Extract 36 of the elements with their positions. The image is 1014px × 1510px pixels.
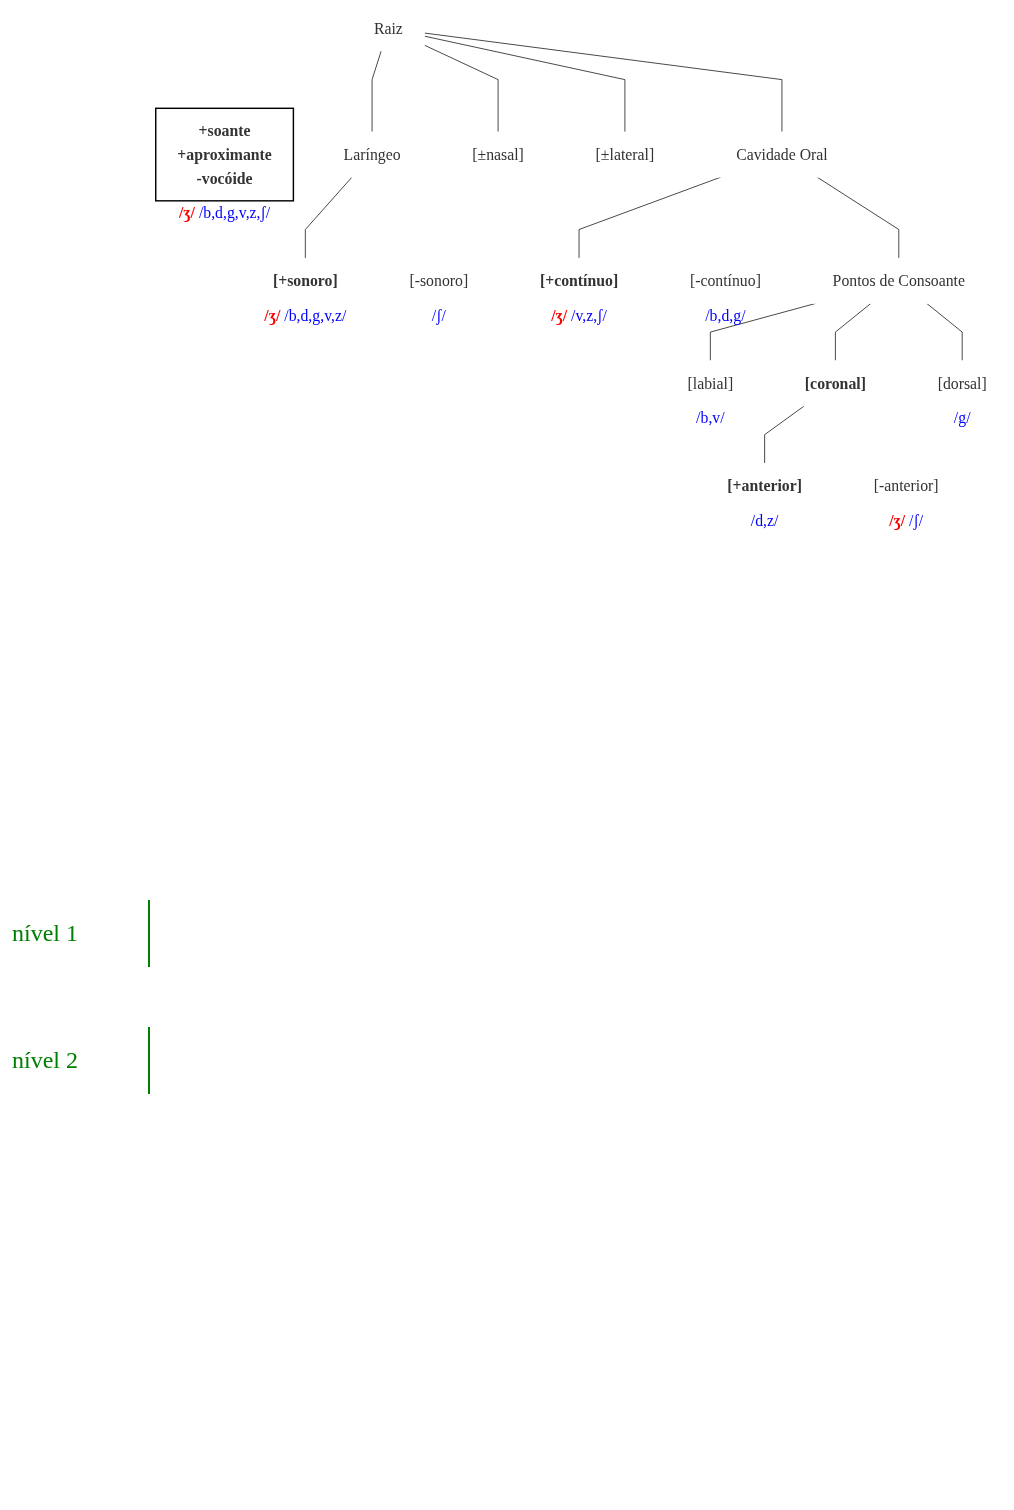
- connector: [423, 32, 783, 133]
- connector: [816, 176, 900, 259]
- connector: [371, 50, 382, 133]
- node-text: [-anterior]: [873, 476, 939, 495]
- phoneme-list: /ʒ/ /v,z,ʃ/: [551, 306, 607, 324]
- node-text: [labial]: [687, 374, 734, 393]
- phoneme-list: /ʃ/: [431, 306, 446, 324]
- node-text: [±nasal]: [472, 145, 524, 164]
- level-label: nível 2: [0, 1027, 150, 1094]
- connector: [764, 405, 805, 464]
- node-text: [+anterior]: [727, 476, 803, 495]
- phoneme-list: /b,d,g/: [705, 306, 746, 324]
- node-text: [+sonoro]: [272, 271, 338, 290]
- connector: [304, 176, 353, 259]
- node-text: [-sonoro]: [409, 271, 469, 290]
- node-text: Laríngeo: [343, 145, 401, 164]
- phoneme-list: /b,v/: [696, 409, 725, 427]
- node-text: Pontos de Consoante: [832, 271, 965, 290]
- phoneme-list: /ʒ/ /ʃ/: [889, 511, 924, 529]
- node-text: [coronal]: [804, 374, 866, 393]
- phoneme-list: /d,z/: [750, 511, 779, 529]
- connector: [423, 35, 626, 133]
- node-text: [±lateral]: [595, 145, 655, 164]
- node-text: Cavidade Oral: [736, 145, 828, 164]
- phoneme-list: /ʒ/ /b,d,g,v,z/: [264, 306, 347, 324]
- connector: [423, 44, 499, 133]
- connector: [926, 303, 963, 362]
- level-label: nível 1: [0, 900, 150, 967]
- node-text: Raiz: [373, 19, 403, 38]
- node-text: [-contínuo]: [689, 271, 761, 290]
- node-text: [dorsal]: [937, 374, 987, 393]
- phoneme-list: /ʒ/ /b,d,g,v,z,ʃ/: [179, 204, 271, 222]
- phoneme-list: /g/: [953, 409, 971, 427]
- node-box: +soante +aproximante -vocóide: [155, 107, 295, 202]
- connector: [835, 303, 872, 362]
- node-text: [+contínuo]: [539, 271, 619, 290]
